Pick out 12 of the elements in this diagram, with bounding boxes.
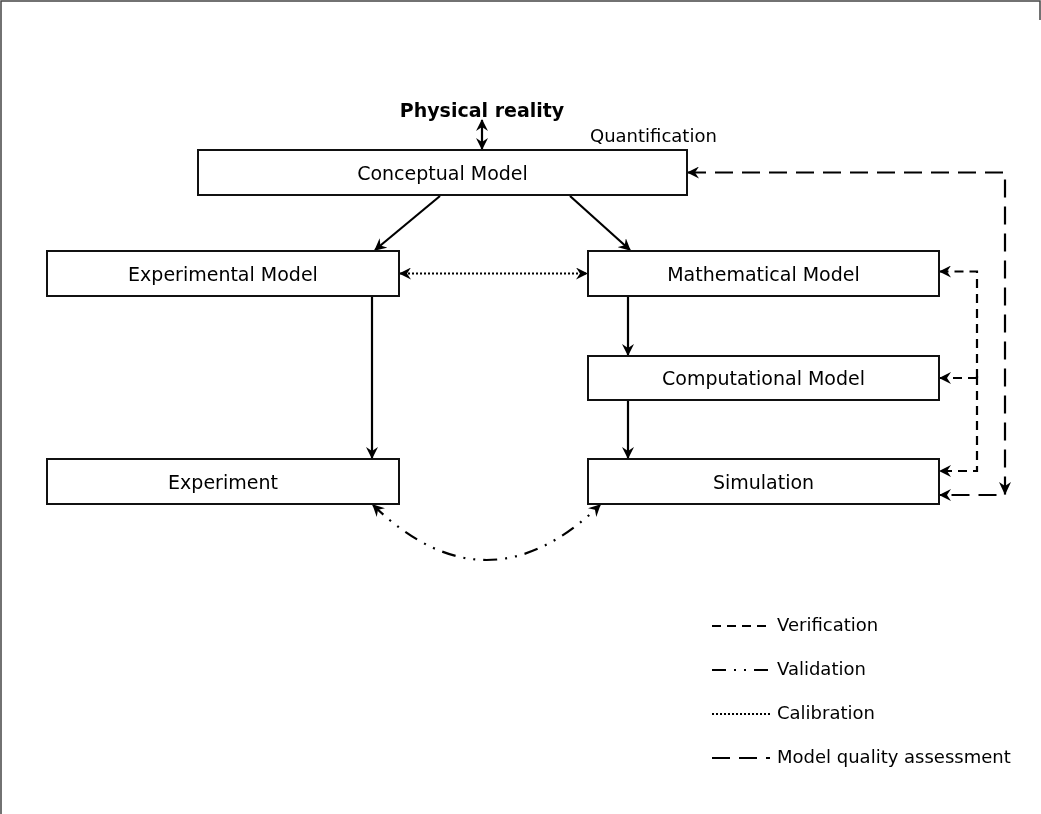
legend-label: Validation xyxy=(777,658,866,679)
legend-label: Verification xyxy=(777,614,879,635)
process-box: Mathematical Model xyxy=(587,250,940,297)
process-box: Experiment xyxy=(46,458,400,505)
process-box: Simulation xyxy=(587,458,940,505)
node-text: Physical reality xyxy=(382,92,582,128)
process-box: Computational Model xyxy=(587,355,940,401)
legend-label: Model quality assessment xyxy=(777,746,1011,767)
annotation-text: Quantification xyxy=(590,125,717,146)
process-box: Experimental Model xyxy=(46,250,400,297)
legend-label: Calibration xyxy=(777,702,875,723)
process-box: Conceptual Model xyxy=(197,149,688,196)
